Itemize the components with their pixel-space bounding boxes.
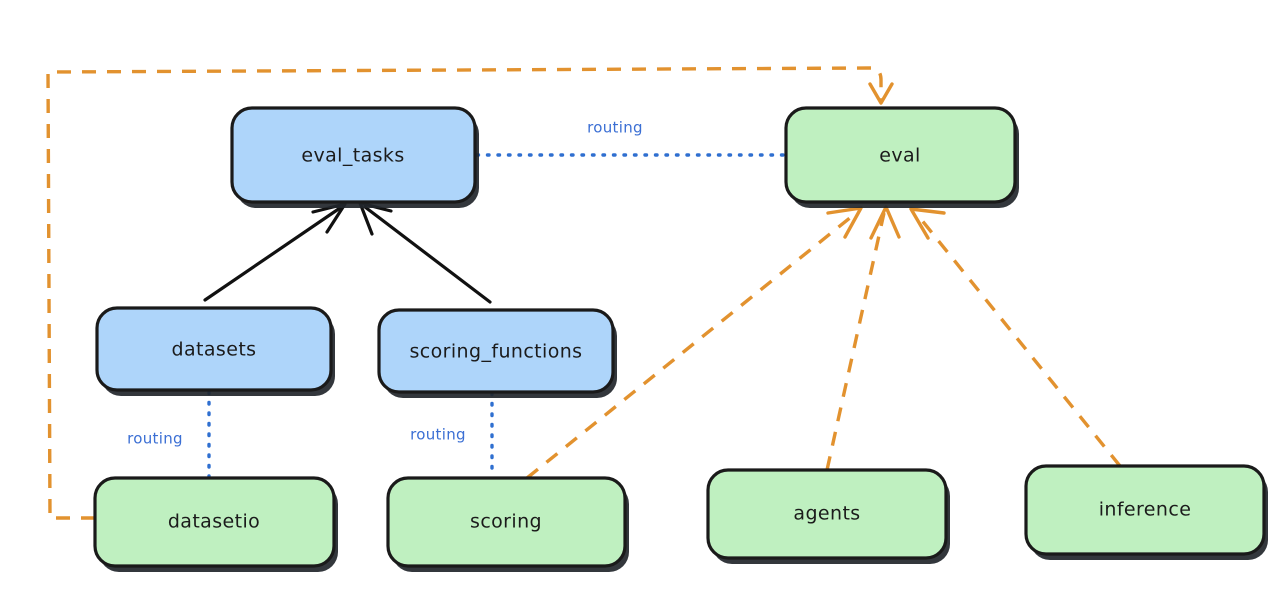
- edge-datasetio-eval: [46, 66, 894, 520]
- edge-agents-eval: [825, 205, 901, 471]
- edge-datasets-eval_tasks: [203, 202, 347, 302]
- node-eval_tasks-box[interactable]: [230, 106, 477, 204]
- node-datasetio[interactable]: datasetio: [93, 476, 338, 572]
- edge-inference-eval: [909, 207, 1122, 468]
- edge-label-routing-datasetio: routing: [127, 430, 183, 448]
- edge-agents-eval-path: [825, 212, 886, 471]
- node-inference[interactable]: inference: [1024, 464, 1268, 560]
- node-datasets[interactable]: datasets: [95, 306, 335, 396]
- edge-datasetio-eval-arrowhead: [868, 82, 894, 105]
- edge-datasets-datasetio: routing: [127, 390, 211, 479]
- node-scoring-label: scoring: [470, 511, 542, 533]
- edge-datasets-eval_tasks-path: [203, 206, 342, 302]
- edge-eval_tasks-eval: routing: [475, 119, 786, 157]
- node-scoring_functions-box[interactable]: [377, 308, 615, 394]
- node-agents[interactable]: agents: [706, 468, 950, 564]
- edge-agents-eval-arrowhead: [869, 205, 901, 240]
- edge-datasetio-eval-path: [46, 66, 883, 520]
- edge-scoringfn-scoring: routing: [410, 391, 494, 479]
- node-datasets-box[interactable]: [95, 306, 333, 392]
- node-datasetio-box[interactable]: [93, 476, 336, 568]
- node-inference-box[interactable]: [1024, 464, 1266, 556]
- node-eval-label: eval: [879, 145, 920, 167]
- node-agents-box[interactable]: [706, 468, 948, 560]
- node-datasets-label: datasets: [172, 339, 257, 361]
- node-eval_tasks-label: eval_tasks: [301, 145, 404, 167]
- edge-inference-eval-arrowhead: [909, 207, 946, 240]
- node-scoring_functions-label: scoring_functions: [410, 341, 583, 363]
- edge-label-routing-scoring: routing: [410, 426, 466, 444]
- edge-scoringfn-eval_tasks: [358, 201, 492, 304]
- node-eval[interactable]: eval: [784, 106, 1019, 208]
- node-inference-label: inference: [1099, 499, 1192, 521]
- node-scoring_functions[interactable]: scoring_functions: [377, 308, 617, 398]
- node-layer: eval_tasks eval datasets scoring_functio…: [93, 106, 1268, 572]
- node-agents-label: agents: [793, 503, 860, 525]
- edge-label-routing-eval: routing: [587, 119, 643, 137]
- node-eval-box[interactable]: [784, 106, 1017, 204]
- edge-scoringfn-eval_tasks-path: [363, 205, 492, 304]
- edge-layer: routing routing routing: [46, 66, 1122, 520]
- node-eval_tasks[interactable]: eval_tasks: [230, 106, 479, 208]
- edge-inference-eval-path: [914, 211, 1122, 468]
- node-scoring-box[interactable]: [386, 476, 627, 568]
- node-scoring[interactable]: scoring: [386, 476, 629, 572]
- edge-scoring-eval-path: [525, 211, 858, 480]
- node-datasetio-label: datasetio: [168, 511, 260, 533]
